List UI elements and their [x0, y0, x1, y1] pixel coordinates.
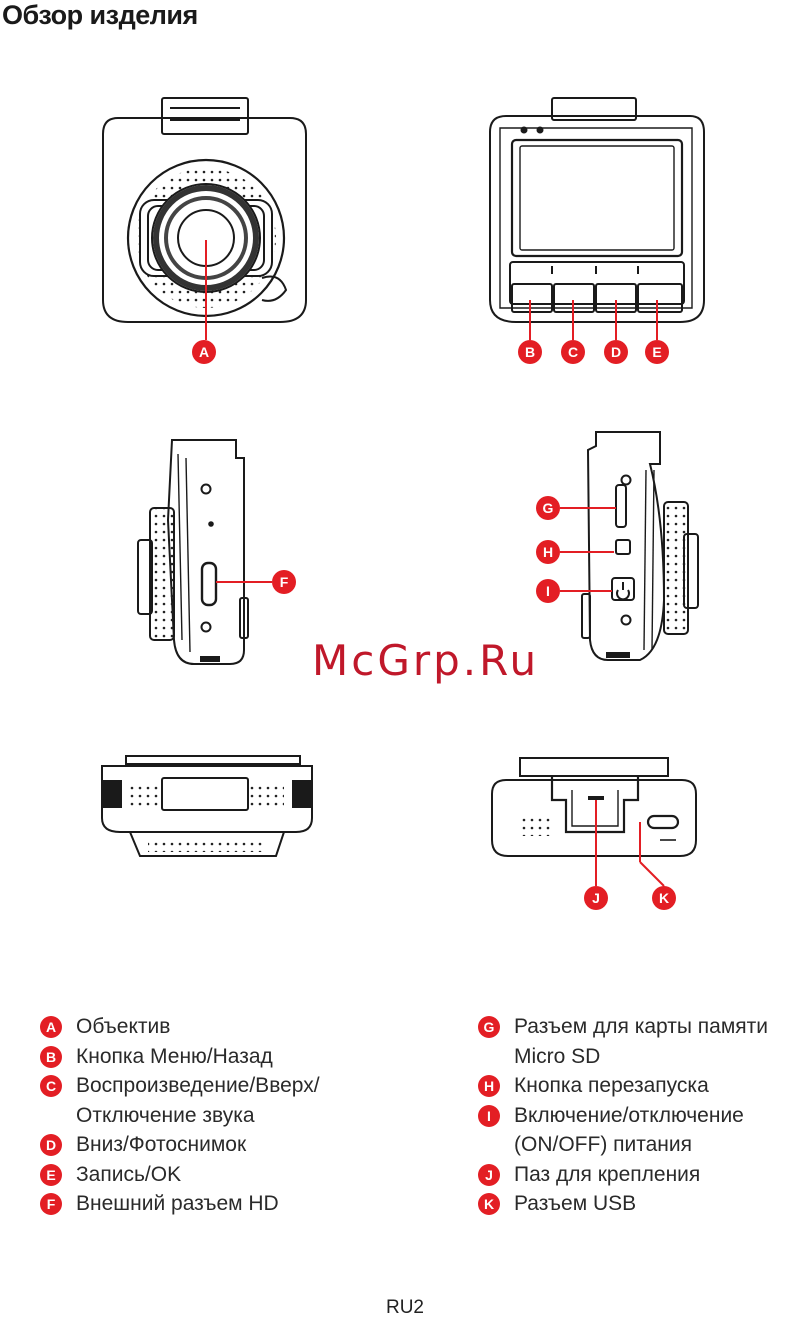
product-diagram: A B C D E: [101, 97, 705, 910]
page-title: Обзор изделия: [2, 0, 198, 30]
legend-text: Кнопка перезапуска: [514, 1074, 709, 1097]
legend-badge-c: C: [40, 1075, 62, 1097]
callout-c-badge: C: [561, 340, 585, 364]
callout-g-badge: G: [536, 496, 560, 520]
legend-badge-a: A: [40, 1016, 62, 1038]
legend-badge-b: B: [40, 1045, 62, 1068]
legend-item-b: B Кнопка Меню/Назад: [40, 1042, 420, 1072]
callout-i-badge: I: [536, 579, 560, 603]
top-view: [491, 757, 697, 857]
callout-a-badge: A: [192, 340, 216, 364]
page-number: RU2: [385, 1297, 424, 1318]
legend-text: Отключение звука: [76, 1103, 255, 1127]
legend-badge-i: I: [478, 1104, 500, 1127]
callout-j-badge: J: [584, 886, 608, 910]
legend-badge-h: H: [478, 1075, 500, 1097]
rear-callout-lines: [529, 300, 658, 340]
legend-text: Запись/OK: [76, 1162, 182, 1186]
callout-i-label: I: [546, 583, 550, 599]
legend-text: Кнопка Меню/Назад: [76, 1044, 273, 1068]
legend-text: Внешний разъем HD: [76, 1192, 279, 1215]
legend-badge-k: K: [478, 1193, 500, 1215]
legend-item-i: I Включение/отключение (ON/OFF) питания: [478, 1101, 808, 1160]
legend-text: Объектив: [76, 1015, 171, 1038]
callout-f-label: F: [280, 574, 289, 590]
callout-d-label: D: [611, 344, 621, 360]
right-side-view: [581, 431, 699, 661]
legend-text: Включение/отключение: [514, 1103, 744, 1127]
callout-h-badge: H: [536, 540, 560, 564]
callout-k-label: K: [659, 890, 669, 906]
legend-badge-e: E: [40, 1163, 62, 1186]
callout-g-label: G: [543, 500, 554, 516]
legend-text: Разъем для карты памяти: [514, 1015, 769, 1038]
callout-h-label: H: [543, 544, 553, 560]
legend-badge-f: F: [40, 1193, 62, 1215]
watermark: McGrp.Ru: [312, 636, 540, 685]
legend-item-h: H Кнопка перезапуска: [478, 1071, 808, 1101]
legend-badge-d: D: [40, 1134, 62, 1156]
legend-item-a: A Объектив: [40, 1012, 420, 1042]
legend-item-f: F Внешний разъем HD: [40, 1189, 420, 1219]
callout-b-label: B: [525, 344, 535, 360]
legend-text: Разъем USB: [514, 1192, 637, 1215]
callout-k-badge: K: [652, 886, 676, 910]
rear-view: [489, 97, 705, 323]
legend-badge-j: J: [478, 1163, 500, 1186]
legend-item-g: G Разъем для карты памяти Micro SD: [478, 1012, 808, 1071]
legend-item-c: C Воспроизведение/Вверх/ Отключение звук…: [40, 1071, 420, 1130]
legend-item-e: E Запись/OK: [40, 1160, 420, 1190]
callout-line-k2: [639, 861, 665, 887]
legend-right: G Разъем для карты памяти Micro SD H Кно…: [478, 1012, 808, 1219]
front-view: [102, 97, 307, 323]
bottom-view: [101, 755, 313, 857]
legend-text: Воспроизведение/Вверх/: [76, 1074, 320, 1097]
callout-c-label: C: [568, 344, 578, 360]
legend-item-j: J Паз для крепления: [478, 1160, 808, 1190]
callout-f-badge: F: [272, 570, 296, 594]
legend-item-d: D Вниз/Фотоснимок: [40, 1130, 420, 1160]
callout-e-badge: E: [645, 340, 669, 364]
legend-text: Вниз/Фотоснимок: [76, 1133, 247, 1156]
left-side-view: [137, 439, 249, 665]
legend-text: Паз для крепления: [514, 1162, 701, 1186]
callout-a-label: A: [199, 344, 209, 360]
legend-text: Micro SD: [514, 1044, 601, 1068]
callout-j-label: J: [592, 890, 600, 906]
callout-d-badge: D: [604, 340, 628, 364]
legend-left: A Объектив B Кнопка Меню/Назад C Воспрои…: [40, 1012, 420, 1219]
callout-e-label: E: [652, 344, 661, 360]
legend-item-k: K Разъем USB: [478, 1189, 808, 1219]
legend-badge-g: G: [478, 1016, 500, 1038]
legend-text: (ON/OFF) питания: [514, 1133, 693, 1156]
callout-b-badge: B: [518, 340, 542, 364]
